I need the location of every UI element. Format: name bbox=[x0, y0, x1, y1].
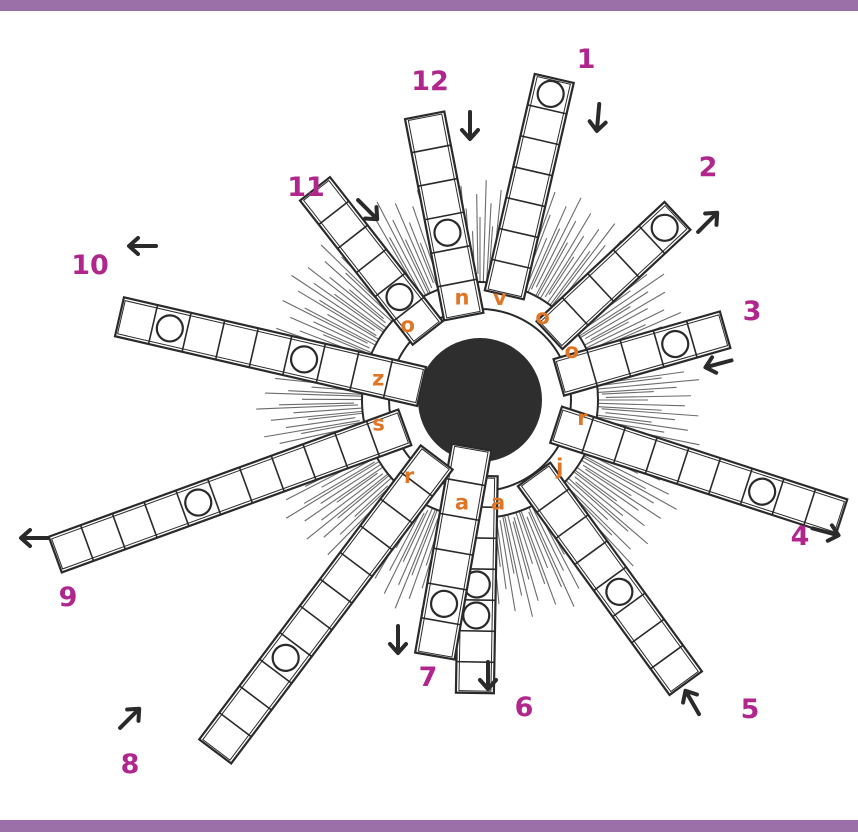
arrow-icon bbox=[703, 353, 733, 375]
arrow-icon bbox=[21, 530, 48, 546]
hatch-line bbox=[291, 275, 374, 330]
center-letter[interactable]: a bbox=[455, 490, 469, 514]
center-letter[interactable]: z bbox=[372, 366, 384, 390]
hatch-line bbox=[483, 180, 486, 286]
arrow-icon bbox=[114, 703, 144, 733]
hatch-line bbox=[606, 396, 691, 398]
hatch-line bbox=[279, 403, 354, 405]
strip bbox=[518, 463, 702, 695]
center-letter[interactable]: o bbox=[401, 313, 415, 337]
arrow-shaft bbox=[698, 214, 716, 232]
arrow-shaft bbox=[597, 104, 599, 130]
hub-center bbox=[418, 338, 542, 462]
center-letter[interactable]: v bbox=[493, 286, 507, 310]
arrow-icon bbox=[692, 207, 722, 237]
arrow-icon bbox=[462, 112, 478, 139]
strip bbox=[550, 407, 847, 536]
strip-number: 3 bbox=[743, 296, 762, 327]
strip-dot bbox=[463, 602, 489, 628]
hatch-line bbox=[594, 403, 685, 406]
center-letter[interactable]: r bbox=[404, 464, 415, 488]
hatch-line bbox=[504, 512, 522, 596]
center-letter[interactable]: j bbox=[555, 455, 563, 479]
strip-number: 11 bbox=[287, 172, 325, 203]
arrow-icon bbox=[679, 687, 706, 718]
center-letter[interactable]: s bbox=[372, 411, 385, 435]
center-letter[interactable]: o bbox=[535, 305, 549, 329]
hatch-line bbox=[477, 194, 478, 274]
strip-cell-divider bbox=[457, 631, 495, 632]
strip-number: 9 bbox=[59, 582, 78, 613]
center-letter[interactable]: r bbox=[577, 406, 588, 430]
center-letter[interactable]: o bbox=[565, 339, 579, 363]
strip-number: 7 bbox=[419, 662, 438, 693]
strip-number: 10 bbox=[71, 250, 109, 281]
hatch-line bbox=[271, 411, 367, 420]
arrow-icon bbox=[129, 238, 156, 254]
arrow-icon bbox=[390, 626, 406, 653]
center-letter[interactable]: n bbox=[454, 286, 469, 310]
strip-number: 8 bbox=[121, 749, 140, 780]
strip-number: 12 bbox=[411, 66, 449, 97]
strip-number: 6 bbox=[515, 692, 534, 723]
hatch-line bbox=[256, 405, 358, 409]
strip-number: 5 bbox=[741, 694, 760, 725]
strip-number: 4 bbox=[791, 521, 810, 552]
arrow-icon bbox=[589, 103, 607, 131]
strip-number: 2 bbox=[699, 152, 718, 183]
center-letter[interactable]: a bbox=[491, 490, 505, 514]
arrow-shaft bbox=[120, 710, 138, 728]
strip-number: 1 bbox=[577, 44, 596, 75]
strip-body bbox=[550, 407, 847, 536]
